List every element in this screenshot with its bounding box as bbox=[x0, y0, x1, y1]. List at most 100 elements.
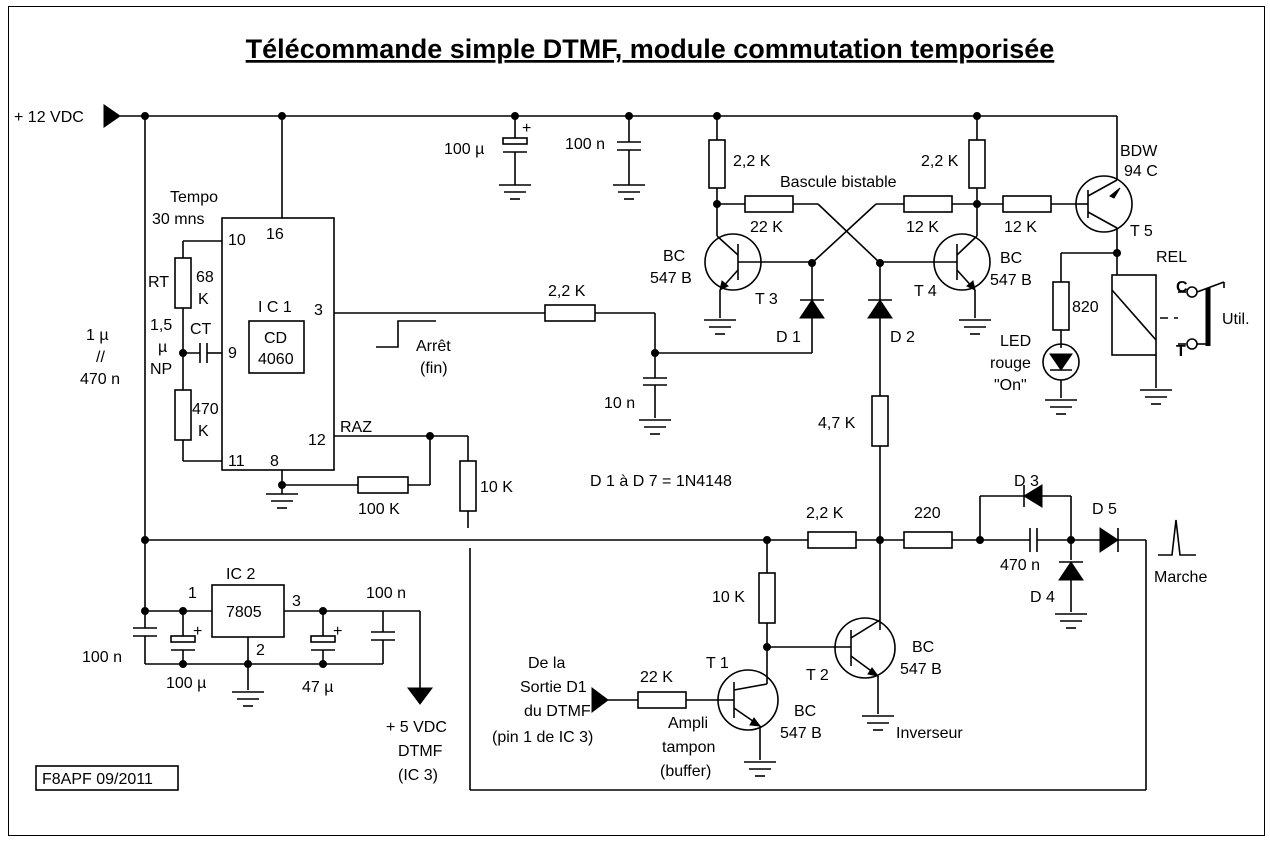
diode-d5 bbox=[1099, 527, 1119, 553]
r2k2-t4-label: 2,2 K bbox=[921, 153, 959, 170]
ic1-pin9: 9 bbox=[228, 345, 237, 362]
c100n-a-label: 100 n bbox=[82, 649, 122, 666]
resistor-22k-in bbox=[637, 691, 687, 709]
diode-d2 bbox=[867, 299, 893, 319]
resistor-12k-a bbox=[903, 195, 953, 213]
d3-label: D 3 bbox=[1014, 473, 1039, 490]
ampli-label2: tampon bbox=[662, 739, 715, 756]
r820-label: 820 bbox=[1072, 299, 1099, 316]
relay-label: REL bbox=[1156, 249, 1187, 266]
resistor-100k bbox=[357, 476, 409, 494]
led-label: LED bbox=[1000, 333, 1031, 350]
diode-d4 bbox=[1058, 561, 1084, 581]
r2k2-t3-label: 2,2 K bbox=[733, 153, 771, 170]
led-color: rouge bbox=[990, 355, 1031, 372]
cap-100u-top bbox=[502, 137, 528, 145]
ct-np: NP bbox=[150, 361, 172, 378]
t3-label: T 3 bbox=[755, 291, 778, 308]
transistor-t5 bbox=[1075, 175, 1133, 233]
plus-sign-c47u: + bbox=[333, 623, 342, 640]
junction-dots bbox=[141, 112, 1121, 668]
t1-label: T 1 bbox=[706, 655, 729, 672]
d1-label: D 1 bbox=[776, 329, 801, 346]
r68-unit: K bbox=[198, 291, 209, 308]
t5-part: 94 C bbox=[1124, 163, 1158, 180]
util-label: Util. bbox=[1222, 311, 1250, 328]
r12k-a-label: 12 K bbox=[906, 219, 939, 236]
t3-type: BC bbox=[663, 248, 685, 265]
rt-label: RT bbox=[148, 274, 169, 291]
t5-label: T 5 bbox=[1130, 223, 1153, 240]
c470n-label: 470 n bbox=[1000, 557, 1040, 574]
v5-label: + 5 VDC bbox=[386, 719, 447, 736]
tempo-label: Tempo bbox=[170, 189, 218, 206]
marche-label: Marche bbox=[1154, 569, 1207, 586]
input-label1: De la bbox=[528, 655, 565, 672]
contact-c-label: C bbox=[1176, 279, 1188, 296]
signature-box bbox=[35, 765, 179, 791]
resistor-22k-t3 bbox=[744, 195, 794, 213]
ground-t2 bbox=[862, 715, 894, 731]
c-alt-value: 1 µ bbox=[86, 327, 109, 344]
signature-text: F8APF 09/2011 bbox=[42, 771, 153, 788]
ground-ic1 bbox=[266, 493, 298, 509]
input-arrow bbox=[591, 687, 609, 713]
r470-unit: K bbox=[198, 423, 209, 440]
arret-fin-label: (fin) bbox=[420, 360, 448, 377]
t4-part: 547 B bbox=[990, 272, 1032, 289]
ground-c100n-top bbox=[613, 184, 645, 200]
transistor-t2 bbox=[834, 617, 896, 679]
ground-relay bbox=[1140, 389, 1172, 405]
plus-sign-c100u: + bbox=[193, 623, 202, 640]
r2k2-in-label: 2,2 K bbox=[806, 505, 844, 522]
d4-label: D 4 bbox=[1030, 589, 1055, 606]
r68-value: 68 bbox=[196, 269, 214, 286]
ic1-part-line1: CD bbox=[264, 330, 287, 347]
arret-label: Arrêt bbox=[416, 338, 451, 355]
c100u-b-label: 100 µ bbox=[166, 675, 206, 692]
r10k-t1-label: 10 K bbox=[712, 589, 745, 606]
ground-c10n bbox=[639, 419, 671, 435]
t4-label: T 4 bbox=[914, 283, 937, 300]
input-label4: (pin 1 de IC 3) bbox=[492, 729, 593, 746]
ic2-pin1: 1 bbox=[188, 585, 197, 602]
ground-d4 bbox=[1055, 613, 1087, 629]
ic1-pin10: 10 bbox=[228, 232, 246, 249]
t5-type: BDW bbox=[1120, 143, 1158, 160]
c100n-b-label: 100 n bbox=[366, 585, 406, 602]
c10n-label: 10 n bbox=[604, 395, 635, 412]
ic1-pin16: 16 bbox=[266, 226, 284, 243]
contact-t bbox=[1186, 338, 1198, 350]
bascule-label: Bascule bistable bbox=[780, 174, 897, 191]
resistor-10k-t1 bbox=[758, 572, 776, 624]
resistor-12k-b bbox=[1002, 195, 1052, 213]
t2-type: BC bbox=[912, 639, 934, 656]
r10k-raz-label: 10 K bbox=[480, 479, 513, 496]
v12-input-arrow bbox=[103, 104, 121, 128]
led-on-label: "On" bbox=[994, 377, 1027, 394]
c100u-top-label: 100 µ bbox=[444, 141, 484, 158]
c47u-label: 47 µ bbox=[302, 679, 333, 696]
relay-coil bbox=[1111, 274, 1157, 356]
raz-label: RAZ bbox=[340, 419, 372, 436]
resistor-4k7 bbox=[871, 395, 889, 447]
ct-label: CT bbox=[190, 321, 212, 338]
inverseur-label: Inverseur bbox=[896, 725, 963, 742]
d2-label: D 2 bbox=[890, 329, 915, 346]
d5-label: D 5 bbox=[1092, 501, 1117, 518]
ground-t1 bbox=[744, 761, 776, 777]
ic2-pin3: 3 bbox=[292, 593, 301, 610]
t3-part: 547 B bbox=[650, 270, 692, 287]
r2k2-ic1-label: 2,2 K bbox=[548, 283, 586, 300]
r22k-t3-label: 22 K bbox=[750, 219, 783, 236]
resistor-2k2-t4 bbox=[968, 139, 986, 189]
resistor-470k bbox=[174, 389, 192, 441]
ic1-name: I C 1 bbox=[258, 299, 292, 316]
ic1-pin3: 3 bbox=[314, 302, 323, 319]
input-label2: Sortie D1 bbox=[520, 679, 587, 696]
arret-pulse-icon bbox=[376, 320, 436, 348]
v5-dest1: DTMF bbox=[398, 743, 443, 760]
ic2-part: 7805 bbox=[226, 604, 262, 621]
ic1-part-box bbox=[248, 320, 305, 374]
